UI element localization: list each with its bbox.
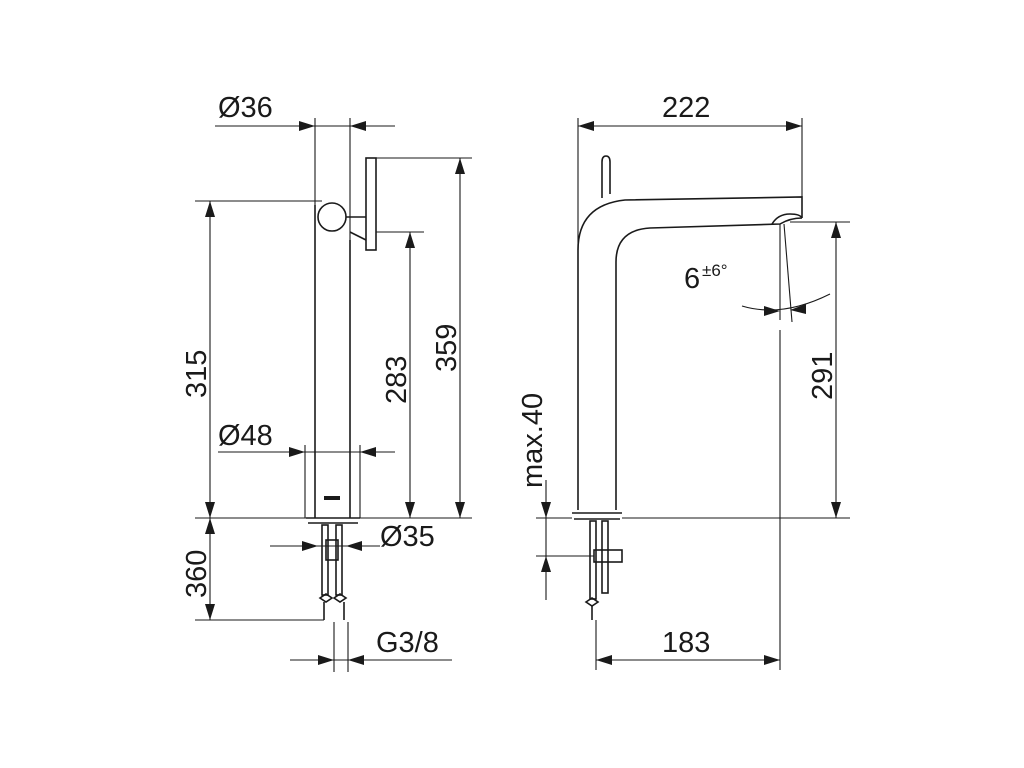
front-view bbox=[306, 157, 377, 620]
label-reach-183: 183 bbox=[662, 627, 710, 659]
dim-diameter-36: Ø36 bbox=[215, 92, 395, 240]
label-height-291: 291 bbox=[807, 352, 839, 400]
label-connection: G3/8 bbox=[376, 627, 439, 659]
dim-connection-g38: G3/8 bbox=[290, 622, 452, 672]
label-angle-value: 6 bbox=[684, 263, 700, 295]
side-view bbox=[572, 155, 803, 620]
label-reach-222: 222 bbox=[662, 92, 710, 124]
label-below-deck-360: 360 bbox=[181, 550, 213, 598]
dim-height-315: 315 bbox=[181, 200, 322, 519]
label-dia-48: Ø48 bbox=[218, 420, 273, 452]
label-angle-tolerance: ±6° bbox=[702, 261, 728, 280]
dim-diameter-35: Ø35 bbox=[270, 521, 435, 553]
dim-angle-6: 6 ±6° bbox=[684, 223, 831, 323]
dim-height-359: 359 bbox=[360, 157, 472, 519]
label-dia-35: Ø35 bbox=[380, 521, 435, 553]
dim-reach-183: 183 bbox=[595, 330, 781, 670]
label-deck-max40: max.40 bbox=[517, 393, 549, 488]
dim-height-283: 283 bbox=[376, 231, 424, 518]
label-dia-36: Ø36 bbox=[218, 92, 273, 124]
label-height-359: 359 bbox=[431, 324, 463, 372]
dim-deck-max40: max.40 bbox=[517, 393, 594, 600]
dim-reach-222: 222 bbox=[577, 92, 803, 250]
label-height-283: 283 bbox=[381, 356, 413, 404]
dim-height-291: 291 bbox=[622, 221, 850, 519]
dim-diameter-48: Ø48 bbox=[218, 420, 395, 518]
dim-below-deck-360: 360 bbox=[181, 518, 324, 621]
label-height-315: 315 bbox=[181, 350, 213, 398]
